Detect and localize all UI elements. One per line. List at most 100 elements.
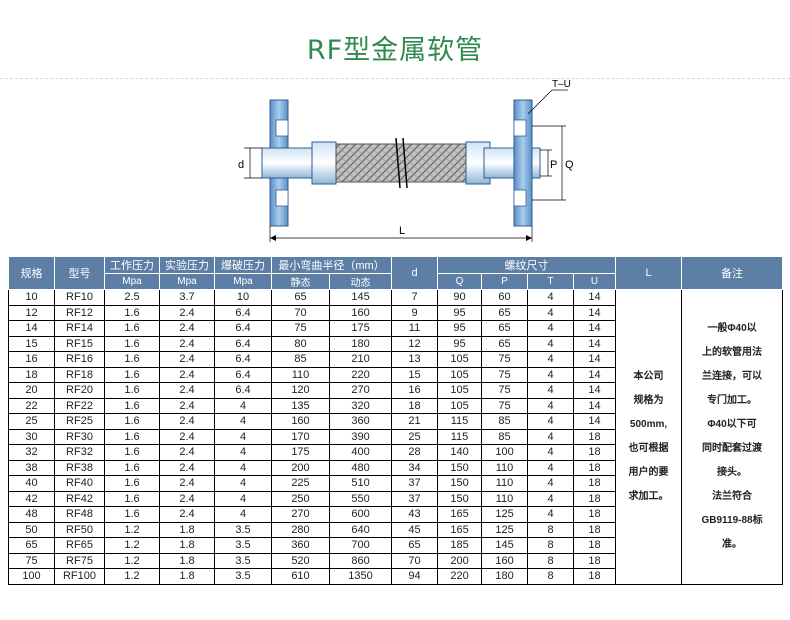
cell-T: 4: [527, 444, 575, 461]
cell-Q: 140: [437, 444, 483, 461]
cell-test-pressure: 2.4: [159, 335, 215, 352]
cell-working-pressure: 1.6: [104, 320, 160, 337]
cell-test-pressure: 2.4: [159, 304, 215, 321]
cell-U: 14: [573, 351, 617, 368]
cell-model: RF38: [54, 459, 105, 476]
cell-size: 12: [8, 304, 55, 321]
header-dynamic: 动态: [328, 273, 393, 290]
cell-d: 16: [391, 382, 439, 399]
cell-working-pressure: 1.6: [104, 475, 160, 492]
cell-working-pressure: 1.6: [104, 490, 160, 507]
cell-test-pressure: 2.4: [159, 351, 215, 368]
cell-Q: 95: [437, 320, 483, 337]
cell-U: 14: [573, 366, 617, 383]
cell-d: 70: [391, 552, 439, 569]
cell-test-pressure: 1.8: [159, 552, 215, 569]
cell-test-pressure: 2.4: [159, 320, 215, 337]
header-L: L: [615, 256, 683, 290]
cell-burst-pressure: 4: [214, 428, 272, 445]
remarks-line: 专门加工。: [707, 394, 758, 406]
cell-T: 8: [527, 537, 575, 554]
cell-working-pressure: 1.2: [104, 568, 160, 585]
cell-working-pressure: 1.6: [104, 351, 160, 368]
cell-size: 16: [8, 351, 55, 368]
cell-d: 18: [391, 397, 439, 414]
header-U: U: [573, 273, 617, 290]
dim-label-tu: T–U: [552, 79, 571, 90]
cell-P: 85: [481, 413, 529, 430]
cell-d: 43: [391, 506, 439, 523]
cell-model: RF65: [54, 537, 105, 554]
cell-bend-static: 135: [271, 397, 330, 414]
cell-P: 65: [481, 304, 529, 321]
cell-model: RF32: [54, 444, 105, 461]
cell-bend-static: 360: [271, 537, 330, 554]
cell-model: RF42: [54, 490, 105, 507]
remarks-line: Φ40以下可: [707, 418, 757, 430]
cell-working-pressure: 1.2: [104, 521, 160, 538]
cell-bend-static: 70: [271, 304, 330, 321]
remarks-line: 同时配套过渡: [702, 442, 763, 454]
cell-size: 25: [8, 413, 55, 430]
cell-burst-pressure: 6.4: [214, 366, 272, 383]
header-model: 型号: [54, 256, 105, 290]
cell-P: 85: [481, 428, 529, 445]
cell-P: 125: [481, 506, 529, 523]
cell-bend-dynamic: 160: [328, 304, 393, 321]
cell-d: 94: [391, 568, 439, 585]
L-note-line: 用户的要: [628, 466, 669, 478]
dim-label-p: P: [550, 159, 557, 171]
cell-size: 14: [8, 320, 55, 337]
cell-model: RF10: [54, 289, 105, 306]
cell-working-pressure: 1.6: [104, 304, 160, 321]
spec-table: 规格 型号 工作压力 实验压力 爆破压力 最小弯曲半径（mm） d 螺纹尺寸 L…: [8, 256, 784, 585]
cell-model: RF22: [54, 397, 105, 414]
cell-burst-pressure: 4: [214, 413, 272, 430]
cell-P: 125: [481, 521, 529, 538]
cell-T: 8: [527, 568, 575, 585]
cell-test-pressure: 2.4: [159, 506, 215, 523]
cell-bend-static: 160: [271, 413, 330, 430]
cell-P: 145: [481, 537, 529, 554]
cell-d: 37: [391, 475, 439, 492]
cell-burst-pressure: 6.4: [214, 351, 272, 368]
cell-size: 75: [8, 552, 55, 569]
cell-bend-static: 200: [271, 459, 330, 476]
cell-Q: 105: [437, 366, 483, 383]
cell-U: 18: [573, 428, 617, 445]
cell-T: 4: [527, 459, 575, 476]
cell-bend-dynamic: 390: [328, 428, 393, 445]
L-note-line: 规格为: [633, 394, 664, 406]
cell-d: 34: [391, 459, 439, 476]
cell-model: RF25: [54, 413, 105, 430]
cell-Q: 90: [437, 289, 483, 306]
cell-test-pressure: 2.4: [159, 382, 215, 399]
cell-test-pressure: 2.4: [159, 490, 215, 507]
cell-size: 15: [8, 335, 55, 352]
header-static: 静态: [271, 273, 330, 290]
unit-burst-pressure: Mpa: [214, 273, 272, 290]
cell-bend-dynamic: 270: [328, 382, 393, 399]
cell-P: 180: [481, 568, 529, 585]
cell-d: 65: [391, 537, 439, 554]
cell-bend-static: 65: [271, 289, 330, 306]
cell-size: 50: [8, 521, 55, 538]
cell-size: 32: [8, 444, 55, 461]
cell-test-pressure: 1.8: [159, 568, 215, 585]
cell-U: 14: [573, 397, 617, 414]
cell-size: 42: [8, 490, 55, 507]
cell-size: 22: [8, 397, 55, 414]
cell-bend-dynamic: 550: [328, 490, 393, 507]
cell-bend-static: 225: [271, 475, 330, 492]
cell-U: 14: [573, 304, 617, 321]
cell-burst-pressure: 4: [214, 397, 272, 414]
cell-P: 75: [481, 366, 529, 383]
hose-diagram: d P Q T–U L: [238, 79, 574, 242]
cell-bend-dynamic: 400: [328, 444, 393, 461]
